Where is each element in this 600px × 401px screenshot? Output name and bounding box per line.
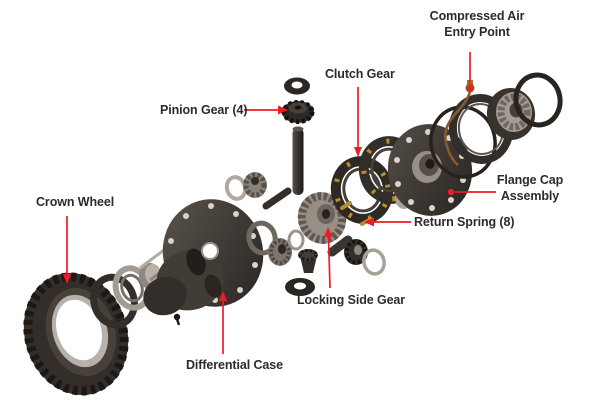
leader-crown-wheel [62, 216, 72, 284]
label-compressed-air-entry-point: Compressed Air Entry Point [429, 9, 525, 39]
label-clutch-gear: Clutch Gear [325, 67, 395, 81]
label-return-spring: Return Spring (8) [414, 215, 515, 229]
leader-locking-side-gear [324, 227, 333, 289]
pinion-gear-part [281, 77, 315, 124]
leader-clutch-gear [354, 87, 362, 157]
differential-case-part [143, 199, 264, 326]
leader-flange-cap [447, 188, 496, 196]
leader-pinion-gear [244, 105, 288, 115]
seal-and-bearing-part [429, 72, 563, 179]
leader-differential-case [219, 291, 227, 354]
leader-return-spring [364, 217, 411, 227]
label-locking-side-gear: Locking Side Gear [297, 293, 406, 307]
label-pinion-gear: Pinion Gear (4) [160, 103, 248, 117]
spider-gear-cluster-part [224, 172, 318, 296]
pinion-shaft-part [292, 126, 304, 195]
case-screw-part [173, 313, 181, 326]
label-crown-wheel: Crown Wheel [36, 195, 115, 209]
label-flange-cap-assembly: Flange Cap Assembly [496, 173, 564, 203]
leader-compressed-air [466, 52, 474, 92]
label-differential-case: Differential Case [186, 358, 283, 372]
